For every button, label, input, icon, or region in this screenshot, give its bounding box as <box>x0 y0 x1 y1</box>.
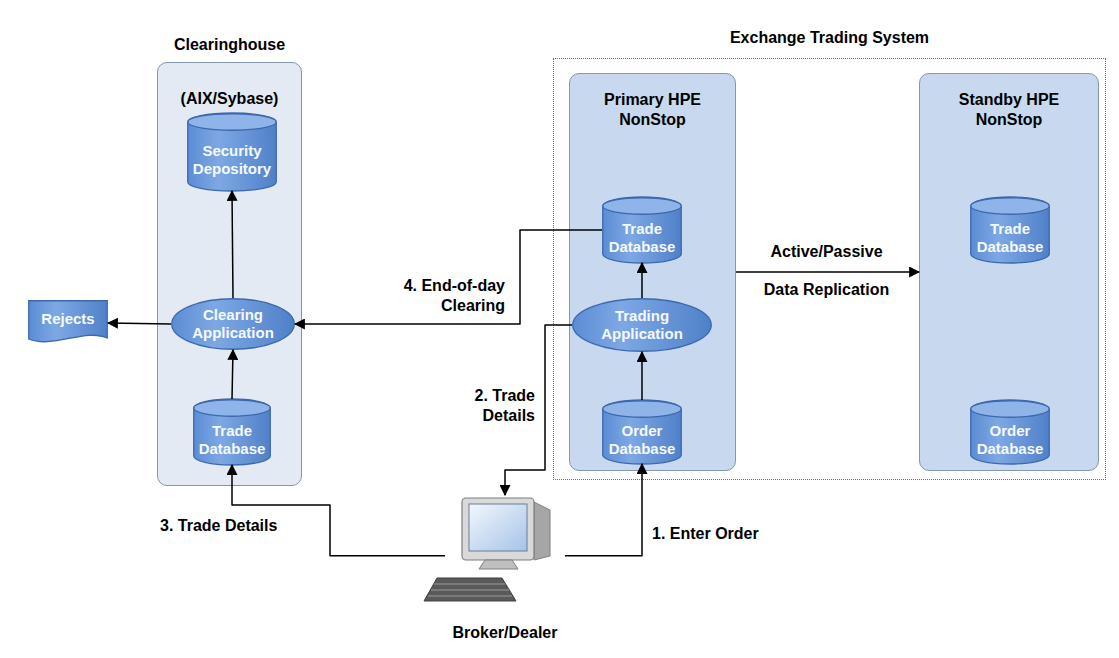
flow-arrow <box>295 230 602 324</box>
node-label: Order Database <box>975 422 1045 458</box>
edge-label: 3. Trade Details <box>160 516 325 536</box>
flow-arrow <box>641 352 643 400</box>
flow-arrow <box>232 191 233 298</box>
system-panel: Clearinghouse(AIX/Sybase)Security Deposi… <box>157 62 302 486</box>
server-panel: Standby HPE NonStopTrade DatabaseOrder D… <box>919 73 1099 471</box>
edge-label: 2. Trade Details <box>440 386 535 426</box>
document-shape: Rejects <box>28 300 108 346</box>
database-cylinder: Trade Database <box>970 197 1050 263</box>
node-label: Trade Database <box>607 220 677 256</box>
panel-heading: Clearinghouse <box>158 35 301 55</box>
platform-label: (AIX/Sybase) <box>158 89 301 109</box>
node-label: Order Database <box>607 422 677 458</box>
database-cylinder: Order Database <box>970 400 1050 464</box>
flow-arrow <box>232 350 233 399</box>
node-label: Security Depository <box>192 142 272 178</box>
node-label: Clearing Application <box>185 306 282 342</box>
process-ellipse: Trading Application <box>572 298 712 352</box>
node-label: Trading Application <box>587 307 696 343</box>
database-cylinder: Security Depository <box>187 113 277 191</box>
server-panel: Primary HPE NonStopTrade DatabaseTrading… <box>569 73 736 471</box>
server-heading: Standby HPE NonStop <box>944 90 1074 130</box>
node-label: Rejects <box>41 310 94 328</box>
flow-arrow <box>108 323 171 324</box>
edge-label: 4. End-of-day Clearing <box>370 276 505 316</box>
flow-arrow <box>565 464 642 556</box>
node-label: Trade Database <box>198 422 266 458</box>
region-heading: Exchange Trading System <box>554 28 1105 48</box>
database-cylinder: Trade Database <box>602 197 682 263</box>
node-label: Trade Database <box>975 220 1045 256</box>
process-ellipse: Clearing Application <box>171 298 295 350</box>
node-caption: Broker/Dealer <box>453 623 558 643</box>
flow-arrow <box>736 271 919 273</box>
server-heading: Primary HPE NonStop <box>588 90 718 130</box>
system-region: Exchange Trading SystemPrimary HPE NonSt… <box>553 58 1106 480</box>
edge-label: 1. Enter Order <box>652 524 792 544</box>
flow-arrow <box>641 263 643 298</box>
workstation-node: Broker/Dealer <box>445 495 565 647</box>
database-cylinder: Order Database <box>602 400 682 464</box>
database-cylinder: Trade Database <box>193 399 271 465</box>
edge-label: Active/Passive Data Replication <box>754 233 899 309</box>
computer-icon <box>424 498 550 601</box>
